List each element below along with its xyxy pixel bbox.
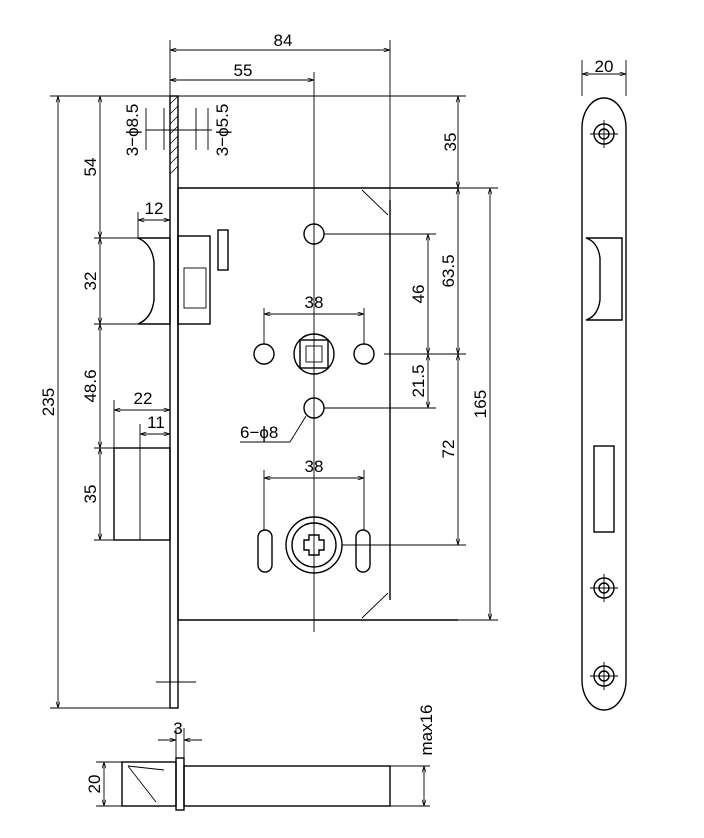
dim-32: 32 — [81, 272, 100, 291]
dim-faceplate-thickness: 3 — [173, 719, 182, 738]
screw-middle-icon — [590, 574, 618, 602]
faceplate-hatch — [169, 95, 179, 175]
dim-63-5: 63.5 — [439, 254, 458, 287]
faceplate-bolt-opening — [593, 445, 615, 533]
dim-46: 46 — [409, 285, 428, 304]
dim-backset: 55 — [234, 61, 253, 80]
faceplate — [581, 97, 627, 711]
latch-mechanism — [177, 235, 211, 325]
dim-bottom-height: 20 — [85, 775, 104, 794]
label-mount-hole-large: 3−ϕ8.5 — [123, 104, 142, 157]
screw-top-icon — [590, 120, 618, 148]
front-view — [113, 72, 458, 709]
dimensions: 84 55 35 46 63.5 21.5 72 165 235 — [39, 31, 498, 709]
dim-165: 165 — [471, 390, 490, 418]
label-case-holes: 6−ϕ8 — [240, 423, 278, 442]
dim-12: 12 — [145, 199, 164, 218]
dim-total-width: 84 — [274, 31, 293, 50]
deadbolt — [113, 447, 171, 541]
dim-faceplate-width: 20 — [595, 57, 614, 76]
faceplate-front-view: 20 — [581, 57, 627, 711]
dim-38-cylinder: 38 — [305, 457, 324, 476]
faceplate-latch-opening — [585, 237, 623, 321]
bottom-view: 3 20 max16 — [85, 704, 436, 811]
dim-22: 22 — [134, 389, 153, 408]
dim-48-6: 48.6 — [81, 369, 100, 402]
dim-21-5: 21.5 — [409, 364, 428, 397]
faceplate-side — [169, 95, 179, 709]
lock-case — [178, 187, 458, 621]
dim-72: 72 — [439, 440, 458, 459]
dim-35-bolt: 35 — [81, 485, 100, 504]
dim-38-follower: 38 — [305, 293, 324, 312]
label-mount-hole-small: 3−ϕ5.5 — [213, 104, 232, 157]
latch — [137, 237, 171, 325]
dim-11: 11 — [147, 413, 165, 432]
dim-top-offset: 35 — [441, 133, 460, 152]
dim-54: 54 — [81, 158, 100, 177]
screw-bottom-icon — [590, 662, 618, 690]
dim-max-depth: max16 — [417, 704, 436, 755]
follower-assembly — [253, 333, 375, 375]
dim-235: 235 — [39, 388, 58, 416]
